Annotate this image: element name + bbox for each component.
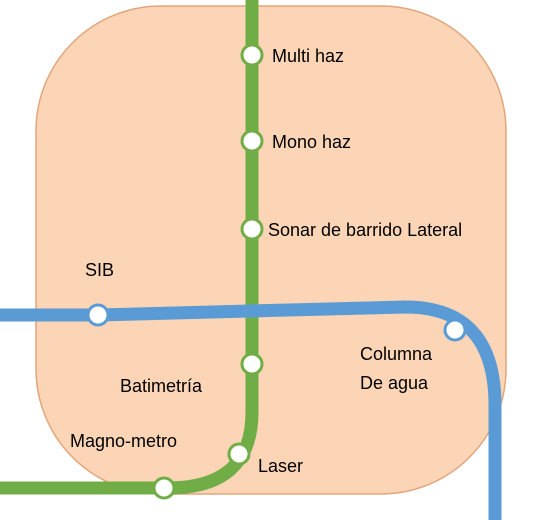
station-mono-haz[interactable]	[240, 129, 264, 153]
label-batimetria: Batimetría	[120, 376, 203, 396]
label-laser: Laser	[258, 456, 303, 476]
station-laser[interactable]	[227, 442, 251, 466]
station-sib[interactable]	[86, 303, 110, 327]
label-magno-metro: Magno-metro	[70, 431, 177, 451]
station-magno-metro[interactable]	[152, 476, 176, 500]
station-sonar-barrido-lateral[interactable]	[240, 217, 264, 241]
station-columna-de-agua[interactable]	[443, 318, 467, 342]
label-sib: SIB	[85, 260, 114, 280]
green-line	[0, 0, 259, 495]
label-mono-haz: Mono haz	[272, 132, 351, 152]
label-multi-haz: Multi haz	[272, 46, 344, 66]
label-de-agua: De agua	[360, 373, 429, 393]
coverage-area	[35, 5, 507, 495]
label-sonar-barrido-lateral: Sonar de barrido Lateral	[268, 220, 462, 240]
blue-line	[0, 300, 502, 520]
station-batimetria[interactable]	[240, 352, 264, 376]
station-multi-haz[interactable]	[240, 43, 264, 67]
label-columna: Columna	[360, 344, 433, 364]
